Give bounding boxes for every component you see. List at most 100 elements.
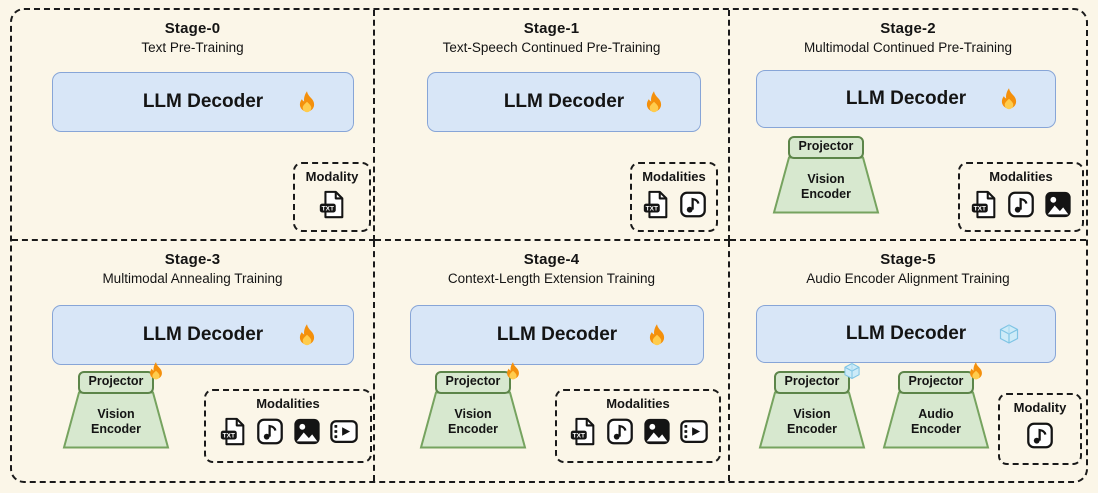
modality-box: Modality [998, 393, 1082, 465]
flame-icon [295, 90, 319, 114]
svg-text:TXT: TXT [645, 206, 657, 213]
modality-box: Modalities TXT [958, 162, 1084, 232]
llm-decoder-label: LLM Decoder [503, 91, 625, 112]
projector-pill: Projector [773, 362, 861, 394]
image-icon [642, 416, 672, 447]
projector-label: Projector [908, 374, 964, 388]
svg-text:TXT: TXT [974, 206, 986, 213]
vision-encoder: Projector Vision Encoder [419, 362, 527, 449]
llm-decoder-box: LLM Decoder [52, 72, 354, 132]
txt-doc-icon: TXT [641, 189, 671, 220]
encoder-label: Vision Encoder [90, 407, 141, 437]
modality-title: Modalities [606, 396, 670, 411]
stage-title: Stage-2 [880, 20, 936, 37]
llm-decoder-box: LLM Decoder [756, 70, 1056, 128]
encoder-trapezoid: Vision Encoder [62, 391, 170, 449]
flame-icon [645, 323, 669, 347]
projector-label: Projector [445, 374, 501, 388]
llm-decoder-label: LLM Decoder [845, 88, 967, 109]
projector-label: Projector [88, 374, 144, 388]
flame-icon [295, 323, 319, 347]
llm-decoder-label: LLM Decoder [845, 323, 967, 344]
vision-encoder: Projector Vision Encoder [62, 362, 170, 449]
llm-decoder-label: LLM Decoder [142, 91, 264, 112]
stage-title: Stage-0 [164, 20, 221, 37]
projector-pill: Projector [77, 362, 163, 394]
stage-1-panel: Stage-1 Text-Speech Continued Pre-Traini… [375, 10, 730, 241]
music-note-icon [255, 416, 285, 447]
flame-icon [966, 361, 986, 381]
llm-decoder-box: LLM Decoder [756, 305, 1056, 363]
txt-doc-icon: TXT [218, 416, 248, 447]
encoder-label: Vision Encoder [447, 407, 498, 437]
vision-encoder: Projector Vision Encoder [758, 362, 866, 449]
modality-box: Modalities TXT [555, 389, 721, 463]
modality-title: Modality [305, 169, 359, 184]
txt-doc-icon: TXT [317, 189, 347, 220]
music-note-icon [1025, 420, 1055, 451]
svg-text:TXT: TXT [322, 206, 334, 213]
flame-icon [503, 361, 523, 381]
projector-pill: Projector [434, 362, 520, 394]
modality-box: Modalities TXT [630, 162, 718, 232]
llm-decoder-box: LLM Decoder [427, 72, 701, 132]
stage-subtitle: Context-Length Extension Training [447, 271, 656, 286]
music-note-icon [605, 416, 635, 447]
stage-subtitle: Text Pre-Training [141, 40, 244, 55]
txt-doc-icon: TXT [969, 189, 999, 220]
modality-icons: TXT [969, 189, 1073, 220]
flame-icon [146, 361, 166, 381]
modality-title: Modalities [989, 169, 1053, 184]
vision-encoder: Projector Vision Encoder [772, 136, 880, 214]
txt-doc-icon: TXT [568, 416, 598, 447]
projector-label: Projector [784, 374, 840, 388]
ice-icon [997, 322, 1021, 346]
encoder-trapezoid: Vision Encoder [419, 391, 527, 449]
flame-icon [997, 87, 1021, 111]
stage-title: Stage-3 [164, 251, 221, 268]
stage-2-panel: Stage-2 Multimodal Continued Pre-Trainin… [730, 10, 1086, 241]
projector-label: Projector [798, 139, 854, 153]
stage-4-panel: Stage-4 Context-Length Extension Trainin… [375, 241, 730, 481]
video-icon [679, 416, 709, 447]
llm-decoder-label: LLM Decoder [496, 324, 618, 345]
modality-title: Modalities [256, 396, 320, 411]
encoder-label: Audio Encoder [910, 407, 961, 437]
flame-icon [642, 90, 666, 114]
encoder-label: Vision Encoder [786, 407, 837, 437]
modality-icons: TXT [317, 189, 347, 220]
music-note-icon [1006, 189, 1036, 220]
modality-title: Modalities [642, 169, 706, 184]
llm-decoder-label: LLM Decoder [142, 324, 264, 345]
encoder-trapezoid: Audio Encoder [882, 391, 990, 449]
stage-subtitle: Multimodal Annealing Training [102, 271, 283, 286]
image-icon [1043, 189, 1073, 220]
stage-title: Stage-5 [880, 251, 936, 268]
music-note-icon [678, 189, 708, 220]
training-stages-grid: Stage-0 Text Pre-Training LLM Decoder Mo… [10, 8, 1088, 483]
stage-0-panel: Stage-0 Text Pre-Training LLM Decoder Mo… [12, 10, 375, 241]
encoder-label: Vision Encoder [800, 172, 851, 202]
ice-icon [842, 361, 862, 381]
stage-5-panel: Stage-5 Audio Encoder Alignment Training… [730, 241, 1086, 481]
svg-text:TXT: TXT [222, 433, 234, 440]
svg-text:TXT: TXT [572, 433, 584, 440]
stage-subtitle: Multimodal Continued Pre-Training [803, 40, 1013, 55]
stage-title: Stage-4 [523, 251, 580, 268]
modality-title: Modality [1013, 400, 1067, 415]
modality-box: Modality TXT [293, 162, 371, 232]
modality-icons: TXT [568, 416, 709, 447]
stage-3-panel: Stage-3 Multimodal Annealing Training LL… [12, 241, 375, 481]
stage-title: Stage-1 [523, 20, 580, 37]
modality-icons: TXT [218, 416, 359, 447]
stage-subtitle: Text-Speech Continued Pre-Training [442, 40, 661, 55]
stage-subtitle: Audio Encoder Alignment Training [806, 271, 1010, 286]
image-icon [292, 416, 322, 447]
projector-pill: Projector [897, 362, 983, 394]
projector-pill: Projector [787, 136, 865, 159]
modality-box: Modalities TXT [204, 389, 372, 463]
modality-icons: TXT [641, 189, 708, 220]
encoder-trapezoid: Vision Encoder [772, 156, 880, 214]
encoder-trapezoid: Vision Encoder [758, 391, 866, 449]
llm-decoder-box: LLM Decoder [52, 305, 354, 365]
